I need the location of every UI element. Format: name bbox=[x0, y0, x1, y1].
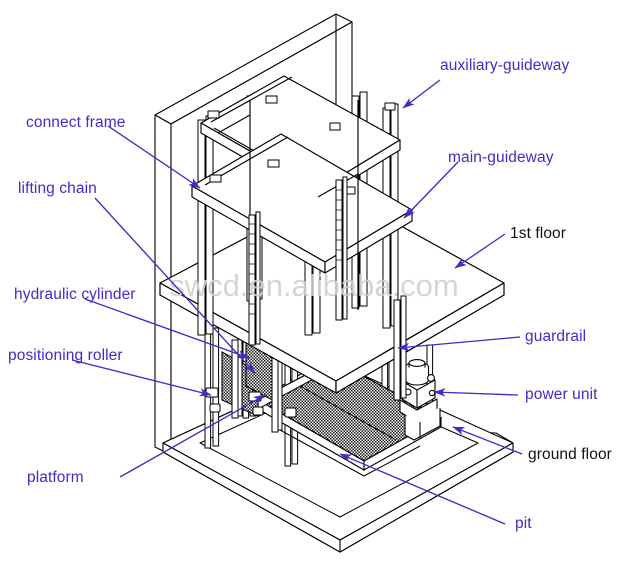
lifting-chain bbox=[248, 176, 348, 346]
leader-ground-floor bbox=[452, 426, 523, 455]
label-main-guideway: main-guideway bbox=[448, 149, 554, 166]
label-pit: pit bbox=[515, 515, 532, 532]
leader-lifting-chain bbox=[94, 197, 256, 374]
leader-auxiliary-guideway bbox=[402, 79, 441, 109]
leader-first-floor bbox=[454, 233, 506, 269]
label-power-unit: power unit bbox=[525, 386, 598, 403]
label-platform: platform bbox=[27, 469, 84, 486]
label-positioning-roller: positioning roller bbox=[8, 347, 123, 364]
leader-power-unit bbox=[433, 388, 519, 397]
connect-frame-tabs bbox=[207, 95, 396, 195]
leader-positioning-roller bbox=[71, 359, 212, 397]
label-connect-frame: connect frame bbox=[26, 114, 126, 131]
leader-line-layer bbox=[71, 79, 523, 525]
label-guardrail: guardrail bbox=[525, 328, 587, 345]
leader-platform bbox=[119, 394, 266, 478]
alibaba-watermark: swcd.en.alibaba.com bbox=[169, 268, 459, 303]
power-unit-assembly bbox=[399, 359, 441, 441]
label-auxiliary-guideway: auxiliary-guideway bbox=[440, 57, 570, 74]
leader-hydraulic-cylinder bbox=[84, 298, 250, 359]
leader-guardrail bbox=[397, 336, 521, 352]
leader-pit bbox=[339, 453, 506, 525]
leader-main-guideway bbox=[403, 161, 459, 219]
label-hydraulic-cylinder: hydraulic cylinder bbox=[14, 286, 136, 303]
label-lifting-chain: lifting chain bbox=[18, 180, 97, 197]
leader-connect-frame bbox=[107, 125, 201, 189]
label-first-floor: 1st floor bbox=[510, 225, 567, 242]
label-ground-floor: ground floor bbox=[528, 446, 612, 463]
